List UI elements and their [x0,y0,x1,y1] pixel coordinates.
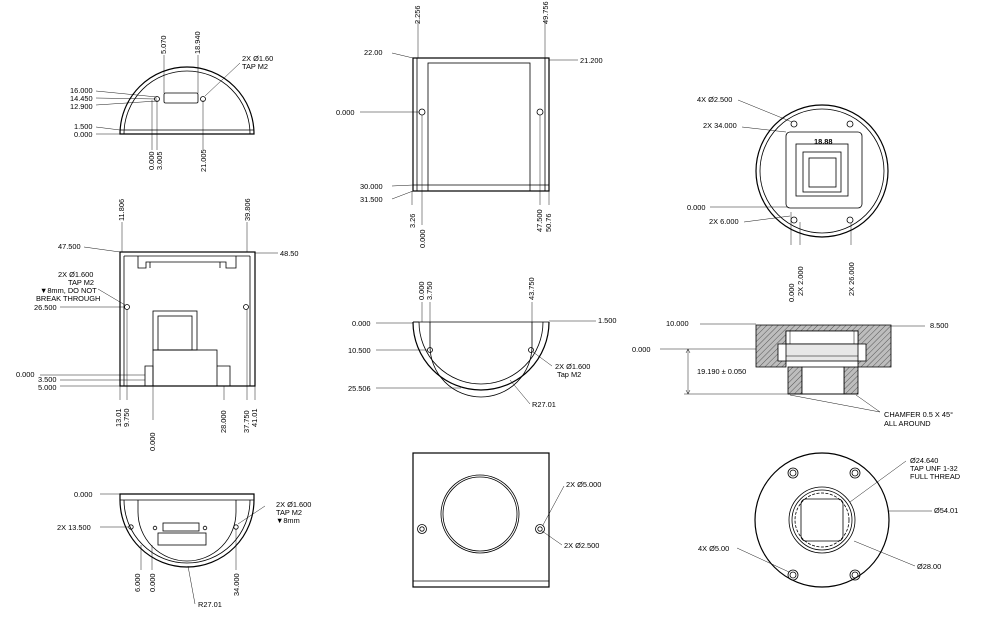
dim-left: 2X 34.000 [703,121,737,130]
dim-left: 0.000 [74,490,93,499]
dim-top: 18.940 [193,31,202,54]
dim-left: 30.000 [360,182,383,191]
dim-bottom: 0.000 [418,230,427,249]
callout: Tap M2 [557,370,581,379]
dim-bottom: 6.000 [133,574,142,593]
callout: 2X Ø1.60 [242,54,273,63]
radius-label: R27.01 [198,600,222,609]
dim-left: 0.000 [336,108,355,117]
dim-left: 16.000 [70,86,93,95]
dim-left: 3.500 [38,375,57,384]
dim-top: 49.756 [541,1,550,24]
callout: 2X Ø1.600 [555,362,590,371]
callout: BREAK THROUGH [36,294,100,303]
dim-holes: 4X Ø5.00 [698,544,729,553]
view-dome-front: 5.070 18.940 16.000 14.450 12.900 1.500 … [70,31,273,172]
dim-inner: Ø28.00 [917,562,941,571]
callout: TAP M2 [68,278,94,287]
dim-left: 31.500 [360,195,383,204]
dim-bottom: 2X 26.000 [847,262,856,296]
dim-bottom: 28.000 [219,410,228,433]
dim-left: 0.000 [74,130,93,139]
view-halfmoon-section: 0.000 3.750 43.750 0.000 10.500 25.506 1… [348,277,617,409]
dim-left: 47.500 [58,242,81,251]
view-square-face: 2X Ø5.000 2X Ø2.500 [412,452,601,588]
dim-left: 1.500 [74,122,93,131]
dim-left: 4X Ø2.500 [697,95,732,104]
dim-left: 10.000 [666,319,689,328]
dim-left: 5.000 [38,383,57,392]
chamfer-note: ALL AROUND [884,419,931,428]
view-side-rectangle: 2.256 49.756 22.00 0.000 30.000 31.500 2… [336,1,603,248]
view-housing-side: 11.806 39.806 47.500 26.500 0.000 3.500 … [16,198,299,451]
dim-bottom: 21.005 [199,149,208,172]
dim-top: 3.750 [425,282,434,301]
callout: TAP M2 [242,62,268,71]
thread-note: FULL THREAD [910,472,960,481]
dim-top: 39.806 [243,198,252,221]
radius-label: R27.01 [532,400,556,409]
dim-left: 2X 13.500 [57,523,91,532]
dim-left: 0.000 [632,345,651,354]
dim-left: 10.500 [348,346,371,355]
callout: ▼8mm, DO NOT [40,286,97,295]
thread-note: Ø24.640 [910,456,938,465]
dim-bottom: 34.000 [232,573,241,596]
view-round-threaded: Ø24.640 TAP UNF 1-32 FULL THREAD Ø54.01 … [698,452,960,588]
callout: 2X Ø1.600 [276,500,311,509]
dim-left: 26.500 [34,303,57,312]
view-flange-section: 10.000 0.000 8.500 19.190 ± 0.050 CHAMFE… [632,319,953,428]
dim-bottom: 41.01 [250,409,259,428]
dim-left: 0.000 [352,319,371,328]
dim-top: 2.256 [413,6,422,25]
dim-bottom: 37.750 [242,410,251,433]
callout: ▼8mm [276,516,300,525]
callout: 2X Ø1.600 [58,270,93,279]
chamfer-note: CHAMFER 0.5 X 45° [884,410,953,419]
dim-bottom: 2X 2.000 [796,266,805,296]
callout: 2X Ø5.000 [566,480,601,489]
height-dim: 19.190 ± 0.050 [697,367,746,376]
dim-top: 5.070 [159,36,168,55]
dim-left: 2X 6.000 [709,217,739,226]
callout: TAP M2 [276,508,302,517]
view-flange-top: 18.88 4X Ø2.500 2X 34.000 0.000 2X 6.000… [687,95,889,303]
dim-right: 48.50 [280,249,299,258]
thread-note: TAP UNF 1-32 [910,464,958,473]
dim-right: 1.500 [598,316,617,325]
dim-left: 25.506 [348,384,371,393]
dim-left: 12.900 [70,102,93,111]
dim-right: 8.500 [930,321,949,330]
center-label: 18.88 [814,137,833,146]
dim-left: 14.450 [70,94,93,103]
dim-top: 0.000 [417,282,426,301]
dim-bottom: 3.005 [155,152,164,171]
dim-left: 0.000 [687,203,706,212]
dim-top: 11.806 [117,199,126,221]
dim-bottom: 0.000 [787,284,796,303]
dim-left: 0.000 [16,370,35,379]
dim-bottom: 9.750 [122,409,131,428]
dim-bottom: 50.76 [544,214,553,233]
dim-bottom: 0.000 [148,433,157,452]
view-halfmoon-bottom: 0.000 2X 13.500 2X Ø1.600 TAP M2 ▼8mm 6.… [57,490,311,609]
callout: 2X Ø2.500 [564,541,599,550]
dim-bottom: 0.000 [147,152,156,171]
dim-bottom: 0.000 [148,574,157,593]
dim-bottom: 3.26 [408,214,417,228]
dim-bottom: 13.01 [114,409,123,428]
dim-top: 43.750 [527,277,536,300]
dim-right: 21.200 [580,56,603,65]
dim-left: 22.00 [364,48,383,57]
dim-bottom: 47.500 [535,209,544,232]
dim-outer: Ø54.01 [934,506,958,515]
